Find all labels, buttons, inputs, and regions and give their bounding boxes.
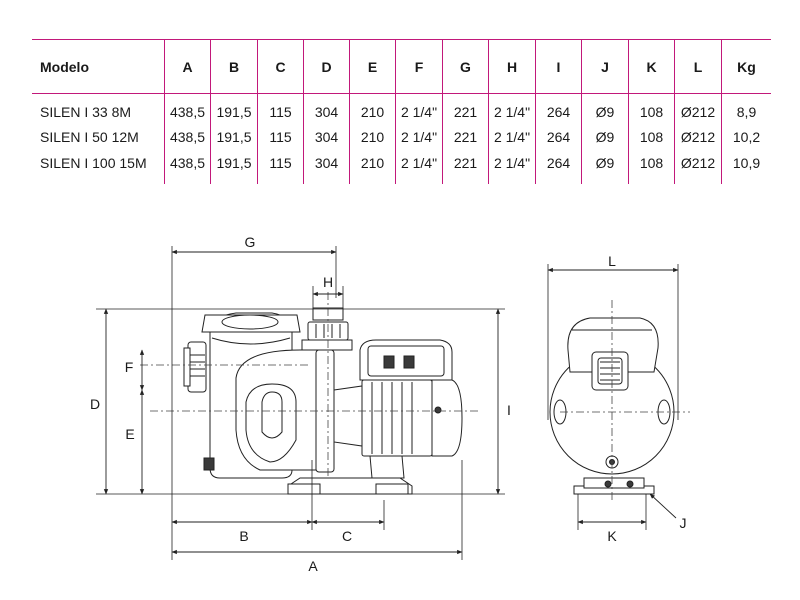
table-cell: 304 [303, 150, 350, 184]
table-cell: 221 [442, 93, 489, 125]
table-cell: 191,5 [210, 150, 258, 184]
table-cell: 2 1/4" [395, 124, 443, 150]
table-cell-model: SILEN I 100 15M [40, 155, 147, 171]
table-cell: 115 [257, 150, 304, 184]
header-f: F [395, 39, 443, 94]
label-b: B [239, 528, 248, 544]
label-e: E [125, 426, 134, 442]
table-cell: 210 [349, 93, 396, 125]
table-cell: 2 1/4" [395, 150, 443, 184]
table-cell: 264 [535, 124, 582, 150]
table-cell: 108 [628, 150, 675, 184]
table-cell: Ø212 [674, 124, 722, 150]
table-cell: Ø9 [581, 150, 629, 184]
table-header-row: Modelo A B C D E F G H I J K L Kg [32, 39, 771, 94]
table-cell: 108 [628, 93, 675, 125]
header-k: K [628, 39, 675, 94]
specifications-table: Modelo A B C D E F G H I J K L Kg SILEN … [32, 39, 771, 184]
label-d: D [90, 396, 100, 412]
label-g: G [245, 234, 256, 250]
table-cell-model: SILEN I 50 12M [40, 129, 139, 146]
label-i: I [507, 402, 511, 418]
table-cell: 221 [442, 150, 489, 184]
label-l: L [608, 253, 616, 269]
table-cell: 2 1/4" [395, 93, 443, 125]
table-cell: 115 [257, 124, 304, 150]
label-c: C [342, 528, 352, 544]
header-l: L [674, 39, 722, 94]
header-g: G [442, 39, 489, 94]
header-b: B [210, 39, 258, 94]
table-cell: Ø212 [674, 93, 722, 125]
center-lines [140, 292, 690, 500]
header-i: I [535, 39, 582, 94]
table-cell: 304 [303, 124, 350, 150]
label-f: F [125, 359, 134, 375]
header-h: H [488, 39, 536, 94]
header-c: C [257, 39, 304, 94]
pump-side-view [183, 307, 463, 495]
table-cell: 210 [349, 124, 396, 150]
header-e: E [349, 39, 396, 94]
table-cell: 115 [257, 93, 304, 125]
header-kg: Kg [721, 39, 771, 94]
table-cell: 264 [535, 150, 582, 184]
table-cell: 221 [442, 124, 489, 150]
table-cell: 438,5 [164, 124, 211, 150]
table-cell: 2 1/4" [488, 93, 536, 125]
label-j: J [680, 515, 687, 531]
table-cell: 304 [303, 93, 350, 125]
table-cell: Ø9 [581, 93, 629, 125]
table-cell: 2 1/4" [488, 150, 536, 184]
header-j: J [581, 39, 629, 94]
header-model: Modelo [32, 39, 165, 94]
table-cell: 108 [628, 124, 675, 150]
table-cell: 10,9 [721, 150, 771, 184]
extension-lines [96, 246, 679, 560]
label-a: A [308, 558, 318, 574]
table-cell: 191,5 [210, 124, 258, 150]
table-cell: 438,5 [164, 93, 211, 125]
table-cell: 191,5 [210, 93, 258, 125]
table-cell: Ø9 [581, 124, 629, 150]
header-a: A [164, 39, 211, 94]
table-cell: 264 [535, 93, 582, 125]
table-cell: 210 [349, 150, 396, 184]
label-h: H [323, 274, 333, 290]
header-d: D [303, 39, 350, 94]
dimension-arrows [103, 249, 679, 555]
table-cell: Ø212 [674, 150, 722, 184]
table-cell: 8,9 [721, 93, 771, 125]
table-cell: 438,5 [164, 150, 211, 184]
table-cell: 2 1/4" [488, 124, 536, 150]
table-cell-model: SILEN I 33 8M [40, 103, 132, 120]
label-k: K [607, 528, 617, 544]
table-cell: 10,2 [721, 124, 771, 150]
